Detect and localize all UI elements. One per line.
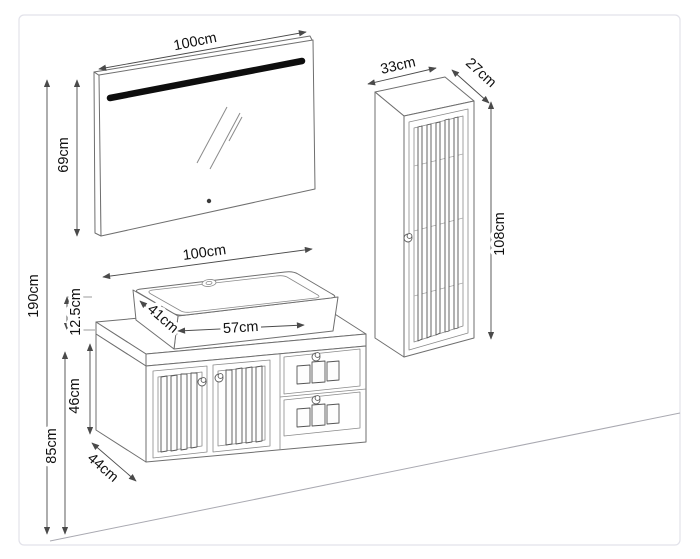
sink-height-label: 12.5cm (68, 288, 84, 336)
column-depth-label: 27cm (462, 55, 499, 91)
column-side (374, 91, 405, 358)
vanity-unit (95, 271, 367, 463)
column-height-label: 108cm (492, 212, 508, 256)
total-height-label: 190cm (26, 274, 42, 318)
vanity-left-door (152, 365, 208, 459)
dim-line-counter-width (102, 246, 313, 280)
column-width-label: 33cm (379, 54, 417, 78)
floor-line (49, 412, 681, 542)
mirror-height-label: 69cm (56, 137, 72, 172)
left-door-knob-top (200, 377, 207, 383)
vanity-right-door (212, 359, 271, 453)
vanity-height-label: 46cm (67, 378, 83, 413)
faucet-hole-inner (205, 280, 213, 286)
vanity-top-drawer (283, 348, 361, 395)
counter-width-label: 100cm (182, 242, 227, 264)
mirror-glass (98, 39, 316, 237)
dim-line-column-width (367, 66, 437, 86)
vanity-depth-label: 44cm (84, 450, 121, 485)
dim-line-sink-width (177, 322, 305, 334)
mirror-reflection-lines (196, 106, 243, 170)
floor-to-countertop-label: 85cm (44, 428, 60, 463)
bottom-drawer-knob-top (314, 395, 321, 401)
mirror (93, 35, 316, 237)
dim-line-mirror-width (98, 30, 307, 71)
top-drawer-knob-top (314, 352, 321, 358)
dim-line-sink-depth (139, 300, 178, 335)
touch-sensor-dot (206, 198, 212, 204)
vanity-cabinet-side (95, 333, 147, 463)
drawing-border (18, 14, 681, 546)
drawer-divider (279, 388, 367, 398)
side-column-cabinet (374, 76, 475, 358)
column-door-knob-top (406, 233, 413, 239)
dim-line-column-depth (451, 69, 490, 104)
dim-line-vanity-depth (91, 442, 137, 482)
mirror-width-label: 100cm (172, 30, 218, 54)
right-door-knob-top (217, 373, 224, 379)
sink-width-label: 57cm (223, 319, 259, 337)
vanity-bottom-drawer (283, 391, 361, 437)
